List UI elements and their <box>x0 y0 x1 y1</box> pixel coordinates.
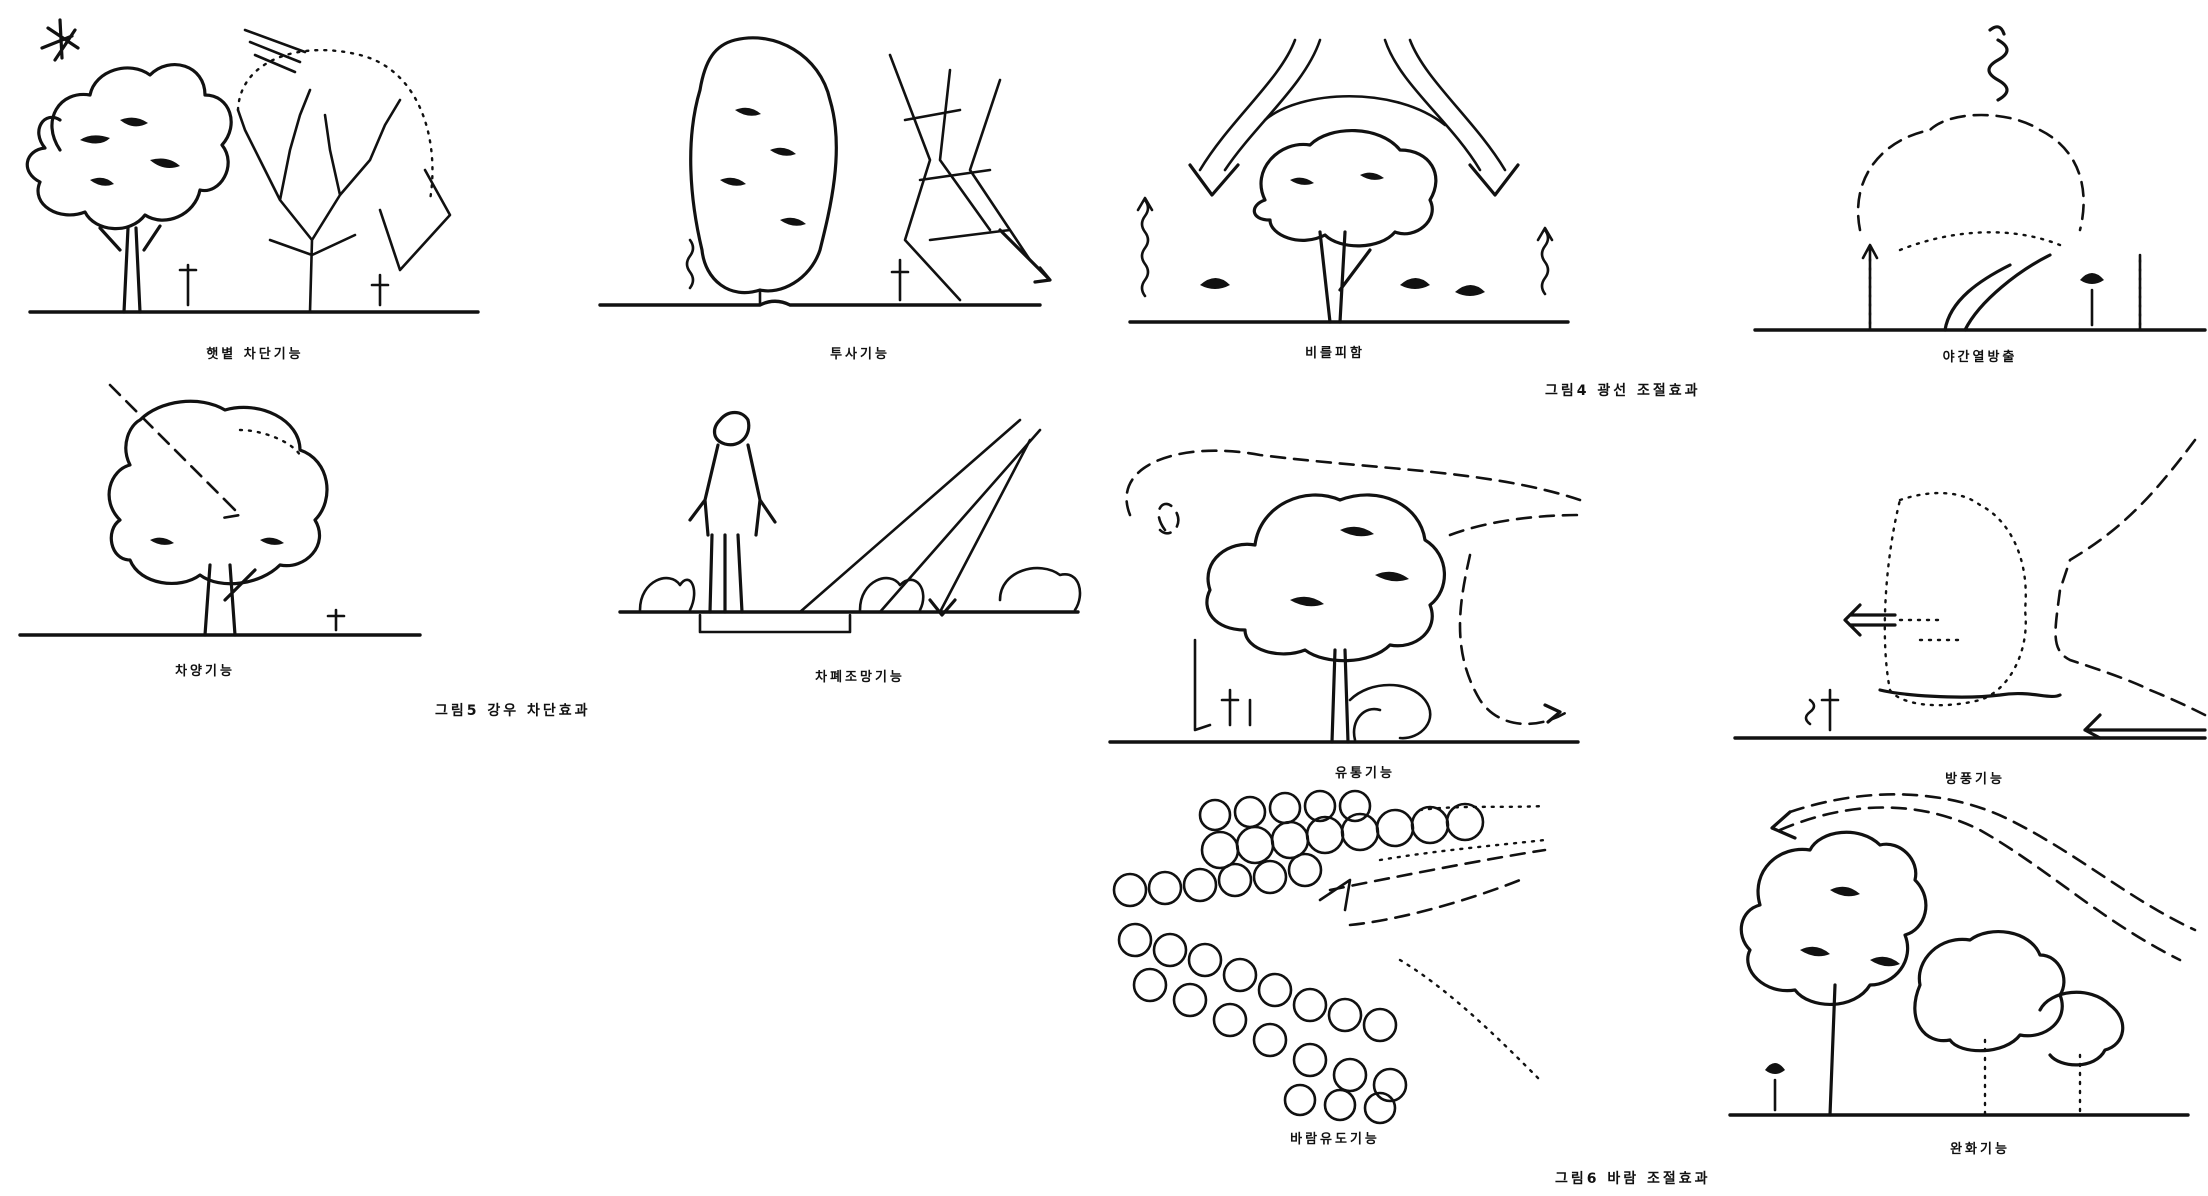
panel-wind-break <box>1110 451 1580 742</box>
panel-wind-guide <box>1114 791 1545 1123</box>
caption-shade-cooling: 차양기능 <box>175 660 235 679</box>
caption-view-screen: 차폐조망기능 <box>815 666 905 685</box>
group-label-sunlight: 그림4 광선 조절효과 <box>1545 380 1701 400</box>
panel-view <box>620 413 1080 633</box>
tree-row-upper <box>1114 791 1483 906</box>
caption-wind-guide: 바람유도기능 <box>1290 1128 1380 1147</box>
group-label-wind: 그림6 바람 조절효과 <box>1555 1168 1711 1188</box>
panel-rain <box>1130 40 1568 322</box>
panel-shade <box>27 20 478 312</box>
panel-air-flow <box>1735 440 2205 738</box>
caption-wind-lift: 완화기능 <box>1950 1138 2010 1157</box>
caption-sunlight-function: 투사기능 <box>830 343 890 362</box>
caption-rain-shelter: 비를피함 <box>1305 342 1365 361</box>
tree-row-lower <box>1119 924 1406 1123</box>
panel-shade-cooling <box>20 385 420 635</box>
panel-heat <box>1755 27 2205 330</box>
caption-air-flow: 유통기능 <box>1335 762 1395 781</box>
caption-wind-break: 방풍기능 <box>1945 768 2005 787</box>
caption-shade-function: 햇볕 차단기능 <box>206 343 303 362</box>
caption-heat-protection: 야간열방출 <box>1943 346 2018 365</box>
group-label-water: 그림5 강우 차단효과 <box>435 700 591 720</box>
panel-wind-lift <box>1730 794 2195 1115</box>
panel-sunlight <box>600 38 1050 305</box>
